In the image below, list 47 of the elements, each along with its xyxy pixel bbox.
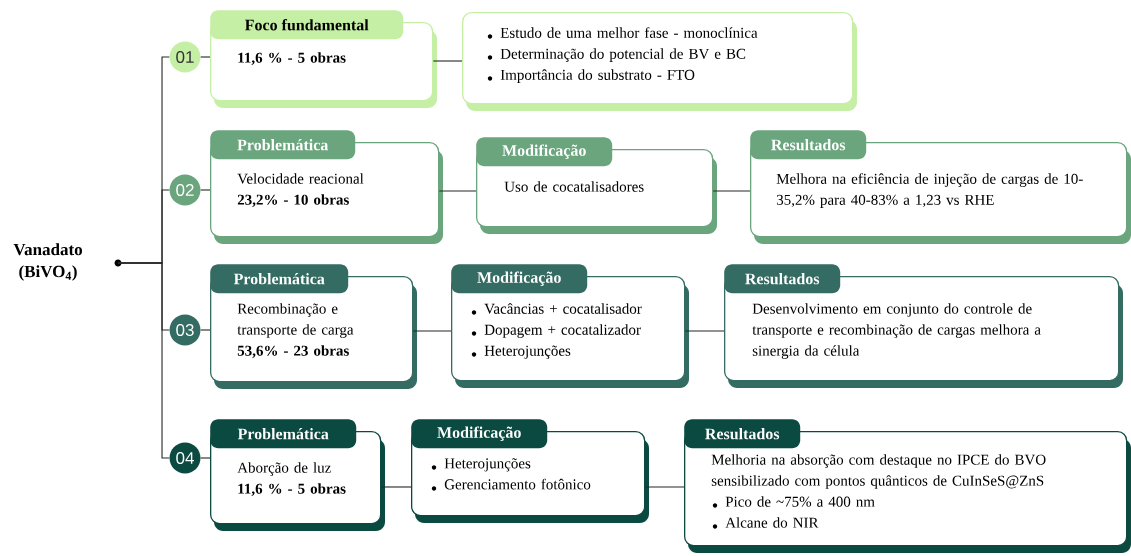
node-label: Recombinação e transporte de carga (237, 303, 354, 338)
node-label: Gerenciamento fotônico (444, 478, 591, 490)
connector-line (712, 190, 751, 192)
text-box: Modificação Vacâncias + cocatalisador Dopagem + cocatalizador Heterojunções (451, 264, 689, 388)
connector-line (432, 60, 463, 62)
text-box: Resultados Desenvolvimento em conjunto do controle de transporte e recombinação de cargas melhora a sinergia da célula (724, 264, 1123, 388)
text-box: Estudo de uma melhor fase - monoclínica Determinação do potencial de BV e BC Importância do substrato - FTO (462, 12, 857, 111)
node-label: Problemática (237, 428, 329, 440)
title-label: Vanadato (BiVO$_{4}$) (13, 243, 82, 281)
node-label: Dopagem + cocatalizador (484, 324, 641, 338)
text-box: Foco fundamental 11,6 % - 5 obras (210, 10, 437, 108)
connector-line (200, 457, 211, 459)
node-label: Uso de cocatalisadores (504, 181, 644, 192)
text-box: Problemática Recombinação e transporte de carga 53,6% - 23 obras (210, 264, 417, 389)
node-label: Heterojunções (444, 458, 531, 472)
node-label: Resultados (745, 273, 820, 285)
node-label: Aborção de luz (237, 462, 331, 476)
connector-line (200, 56, 211, 58)
node-label: Modificação (477, 271, 561, 286)
node-label: Problemática (233, 273, 325, 285)
text-box: Modificação Uso de cocatalisadores (476, 137, 717, 234)
node-label: Vacâncias + cocatalisador (484, 303, 642, 314)
tree-connector (117, 262, 170, 459)
node-label: Foco fundamental (244, 18, 369, 31)
connector-line (200, 329, 211, 331)
text-box: Modificação Heterojunções Gerenciamento fotônico (411, 419, 649, 523)
text-box: Resultados Melhora na eficiência de injeção de cargas de 10-35,2% para 40-83% a 1,23 vs RHE (750, 130, 1131, 244)
node-label: 11,6 % - 5 obras (238, 483, 346, 496)
connector-line (644, 486, 685, 488)
node-label: 11,6 % - 5 obras (238, 52, 346, 65)
text-box: Resultados Melhoria na absorção com destaque no IPCE do BVO sensibilizado com pontos quânticos de CuInSeS@ZnS Pico de ~75% a 400 nm Alcane do NIR (684, 419, 1131, 553)
connector-line (684, 330, 725, 332)
node-label: Velocidade reacional (237, 173, 364, 184)
node-label: 23,2% - 10 obras (237, 194, 349, 207)
connector-line (438, 190, 477, 192)
node-label: Modificação (437, 426, 521, 441)
node-label: Problemática (237, 139, 329, 151)
connector-line (412, 330, 452, 332)
connector-line (380, 486, 412, 488)
connector-line (200, 189, 211, 191)
node-label: Resultados (705, 428, 780, 440)
node-label: 53,6% - 23 obras (237, 345, 349, 358)
node-label: Modificação (502, 144, 586, 159)
node-label: Resultados (771, 139, 846, 151)
text-box: Problemática Aborção de luz 11,6 % - 5 obras (210, 419, 385, 531)
node-label: Heterojunções (484, 345, 571, 359)
text-box: Problemática Velocidade reacional 23,2% - 10 obras (210, 130, 443, 244)
